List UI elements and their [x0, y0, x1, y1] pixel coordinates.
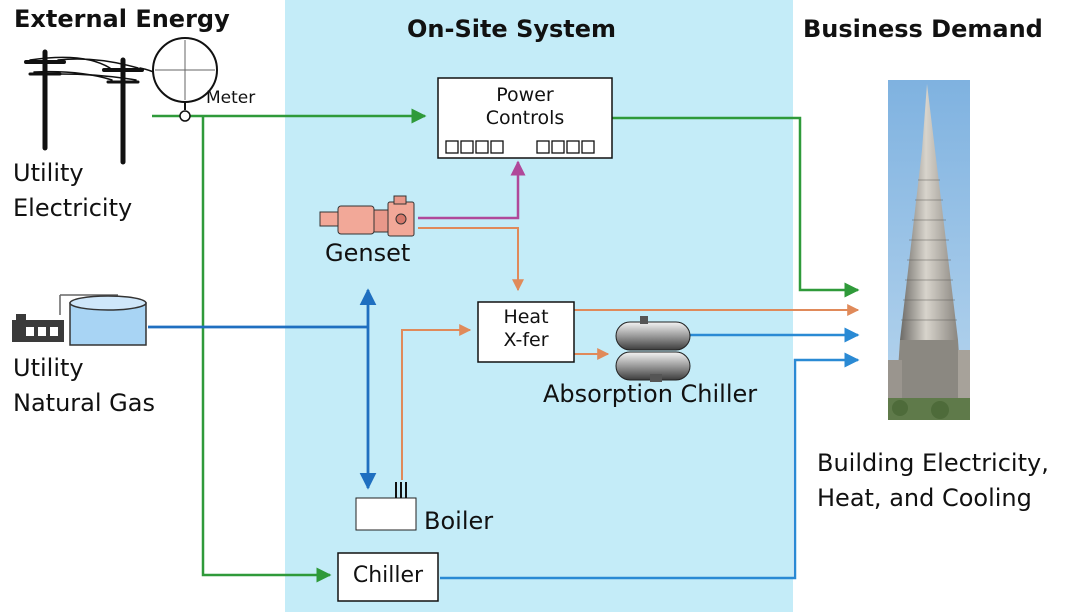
header-onsite-system: On-Site System	[407, 15, 617, 43]
power-controls-label-line1: Power	[496, 84, 554, 106]
header-business-demand: Business Demand	[803, 15, 1043, 43]
heat-xfer-label-line1: Heat	[503, 306, 549, 328]
heat-xfer-label: Heat X-fer	[478, 306, 574, 352]
heat-flow-lines	[401, 227, 860, 480]
chiller-label: Chiller	[352, 563, 424, 588]
meter-junction	[179, 110, 191, 122]
power-controls-label-line2: Controls	[485, 106, 565, 129]
utility-gas-label-line2: Natural Gas	[13, 389, 155, 417]
cooling-flow-lines	[440, 327, 860, 580]
boiler-icon	[355, 482, 417, 531]
chiller-box	[337, 552, 439, 602]
absorption-chiller-icon	[615, 316, 691, 382]
heat-xfer-box	[477, 301, 575, 363]
genset-engine-icon	[319, 195, 415, 237]
boiler-label: Boiler	[424, 507, 494, 535]
genset-label: Genset	[325, 239, 411, 267]
power-controls-label: Power Controls	[438, 84, 612, 130]
power-pole-icon	[24, 49, 159, 165]
genset-power-flow	[418, 160, 526, 220]
utility-gas-label-line1: Utility	[13, 354, 84, 382]
utility-electricity-label-line2: Electricity	[13, 194, 133, 222]
meter-icon	[152, 37, 218, 110]
building-demand-label-line2: Heat, and Cooling	[817, 484, 1032, 512]
header-external-energy: External Energy	[14, 5, 230, 33]
heat-xfer-label-line2: X-fer	[503, 328, 549, 351]
utility-electricity-label-line1: Utility	[13, 159, 84, 187]
meter-label: Meter	[206, 88, 256, 108]
gas-storage-tank-icon	[12, 294, 147, 346]
absorption-chiller-label: Absorption Chiller	[543, 380, 758, 408]
gas-flow-lines	[148, 288, 377, 490]
building-demand-label-line1: Building Electricity,	[817, 449, 1049, 477]
electricity-flow-lines	[152, 108, 860, 583]
skyscraper-icon	[888, 80, 970, 420]
power-controls-box	[437, 77, 613, 159]
